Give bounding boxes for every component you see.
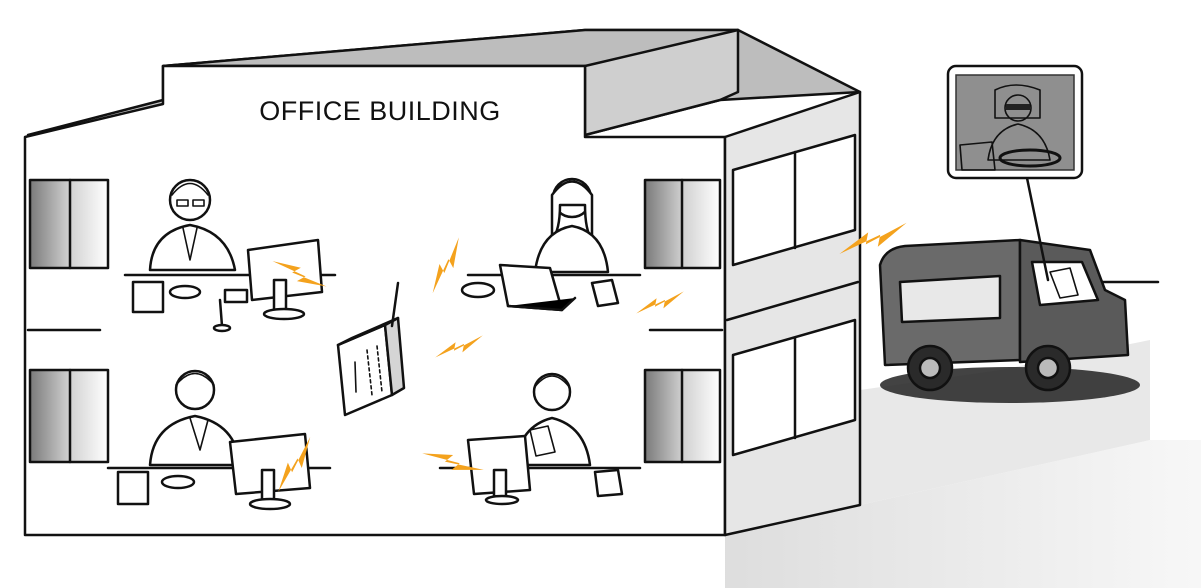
- desk-items: [116, 470, 196, 506]
- desk-items: [460, 278, 620, 308]
- front-windows-left: [26, 178, 110, 464]
- monitor: [466, 434, 532, 506]
- driver-icon: [959, 84, 1062, 171]
- desk-items: [131, 280, 232, 333]
- callout-pointer: [1025, 176, 1050, 282]
- building-label: OFFICE BUILDING: [259, 96, 501, 126]
- office-worker-icon: [533, 177, 610, 274]
- office-worker-icon: [148, 178, 237, 272]
- callout-image: [955, 74, 1075, 171]
- delivery-van-icon: [878, 238, 1140, 403]
- van-side-window: [898, 274, 1002, 324]
- monitor: [223, 238, 324, 321]
- wireless-router-icon: [336, 281, 406, 417]
- van-windshield: [1030, 260, 1100, 307]
- laptop: [498, 263, 577, 312]
- office-worker-icon: [148, 369, 242, 467]
- front-windows-right: [643, 178, 724, 464]
- desk-items: [593, 468, 624, 498]
- monitor: [228, 432, 312, 511]
- driver-callout: [946, 64, 1084, 282]
- building-front-wall: [23, 64, 727, 537]
- side-windows: [725, 133, 860, 457]
